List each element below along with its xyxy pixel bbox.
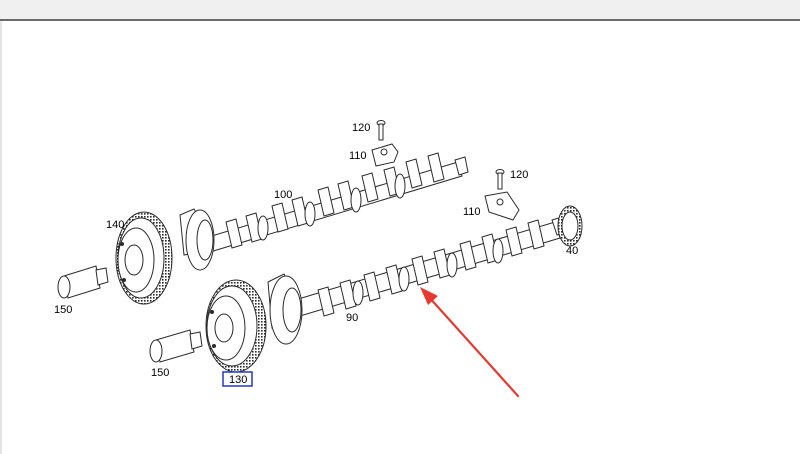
lower-reluctor-wheel	[267, 273, 303, 345]
window-top-bar	[0, 0, 800, 20]
top-bar-divider	[0, 19, 800, 21]
label-adjuster-lower: 130	[229, 374, 247, 386]
upper-bracket[interactable]	[371, 143, 399, 167]
label-solenoid-lower: 150	[151, 367, 169, 379]
label-screw-lower: 120	[510, 169, 528, 181]
label-solenoid-upper: 150	[54, 304, 72, 316]
upper-solenoid-bolt[interactable]	[57, 265, 109, 299]
shaft-seal[interactable]	[557, 205, 583, 247]
label-camshaft-lower: 90	[346, 312, 358, 324]
lower-camshaft-journals	[352, 238, 504, 306]
label-camshaft-upper: 100	[274, 189, 292, 201]
upper-reluctor-wheel	[179, 208, 215, 271]
lower-screw[interactable]	[495, 169, 505, 190]
label-bracket-upper: 110	[349, 150, 367, 162]
upper-screw[interactable]	[376, 120, 386, 141]
lower-camshaft[interactable]	[267, 216, 567, 345]
lower-solenoid-bolt[interactable]	[149, 329, 203, 363]
label-adjuster-upper: 140	[106, 219, 124, 231]
upper-cam-adjuster[interactable]	[115, 211, 173, 305]
highlighted-part-130[interactable]: 130	[222, 371, 253, 387]
upper-camshaft[interactable]	[179, 152, 469, 271]
label-bracket-lower: 110	[463, 206, 481, 218]
label-screw-upper: 120	[352, 122, 370, 134]
left-edge	[0, 21, 2, 454]
red-arrow-annotation	[420, 287, 520, 398]
lower-bracket[interactable]	[484, 191, 520, 221]
label-seal: 40	[566, 245, 578, 257]
lower-cam-adjuster[interactable]	[205, 279, 267, 373]
upper-camshaft-journals	[257, 173, 406, 241]
